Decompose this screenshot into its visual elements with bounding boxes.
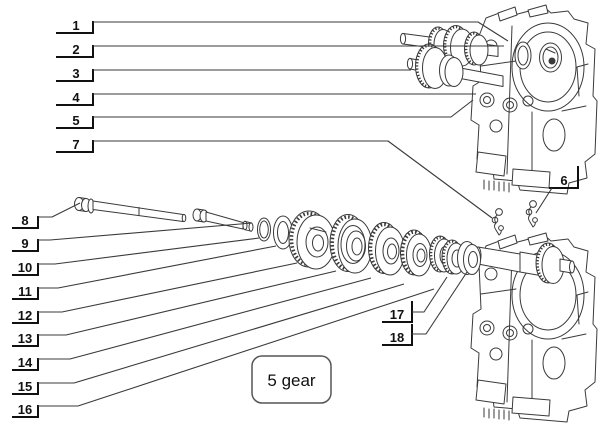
synchro-hub-part-12 [288, 210, 336, 270]
callout-14-bracket [12, 358, 39, 371]
callout-13-leader [38, 270, 337, 336]
callout-18-bracket [382, 324, 413, 346]
callout-7-bracket [56, 140, 94, 153]
bolt-part-9 [192, 208, 254, 232]
callout-9-bracket [12, 239, 39, 252]
gear-part-13 [329, 214, 373, 274]
callout-15-leader [38, 283, 405, 384]
input-shafts-and-gears [399, 25, 504, 89]
callout-18-number: 18 [390, 330, 404, 345]
callout-12-number: 12 [18, 308, 32, 323]
callout-18: 18 [382, 271, 468, 346]
callout-4-number: 4 [72, 90, 80, 105]
callout-3: 3 [56, 66, 411, 82]
callout-2-number: 2 [72, 42, 79, 57]
callout-1: 1 [56, 18, 509, 42]
seal-ring [514, 41, 532, 70]
callout-9-leader [38, 222, 253, 241]
callout-7-leader [93, 140, 493, 219]
callout-14-leader [38, 277, 372, 360]
callout-8: 8 [12, 202, 81, 229]
callout-8-bracket [12, 216, 39, 229]
callout-13-number: 13 [18, 331, 32, 346]
callout-14: 14 [12, 277, 372, 371]
callout-16-leader [38, 288, 435, 407]
callout-2: 2 [56, 42, 504, 58]
caption-text: 5 gear [267, 371, 316, 390]
lower-shaft-gear-cluster [415, 43, 464, 89]
callout-3-bracket [56, 69, 94, 82]
callout-11-leader [38, 245, 277, 289]
callout-17-number: 17 [390, 307, 404, 322]
callout-13-bracket [12, 334, 39, 347]
bearing-bore [539, 42, 562, 73]
callout-17-leader [412, 276, 448, 313]
output-shaft [474, 242, 575, 284]
callout-1-leader [93, 21, 509, 42]
caption: 5 gear [251, 355, 332, 404]
callout-2-bracket [56, 45, 94, 58]
callout-14-number: 14 [18, 355, 33, 370]
callout-11-number: 11 [18, 284, 32, 299]
callout-16-number: 16 [18, 402, 32, 417]
callout-18-leader [412, 271, 468, 335]
callout-6-bracket [549, 166, 579, 189]
callout-4-bracket [56, 93, 94, 106]
callout-11: 11 [12, 245, 277, 300]
callout-9-number: 9 [21, 236, 28, 251]
washer-part-11 [273, 215, 293, 250]
shift-clip-part-b [525, 200, 538, 228]
callout-15-bracket [12, 382, 39, 395]
callout-17: 17 [382, 276, 448, 323]
callout-10-bracket [12, 263, 39, 276]
callout-15-number: 15 [18, 379, 32, 394]
callout-12-bracket [12, 311, 39, 324]
collar-part-18 [457, 241, 481, 275]
callout-16: 16 [12, 288, 435, 418]
callout-8-number: 8 [21, 213, 28, 228]
bolt-part-8 [74, 197, 187, 223]
callout-6: 6 [535, 166, 579, 214]
callout-12: 12 [12, 262, 298, 324]
callout-10-number: 10 [18, 260, 32, 275]
callout-1-bracket [56, 21, 94, 34]
lower-housing-drawing [470, 232, 598, 423]
upper-housing-casting [470, 4, 598, 195]
callout-16-bracket [12, 405, 39, 418]
callout-8-leader [38, 202, 81, 218]
callout-10-leader [38, 237, 260, 265]
caption-box [251, 355, 332, 404]
callout-13: 13 [12, 270, 337, 347]
oring-part-10 [257, 217, 271, 242]
callout-3-number: 3 [72, 66, 79, 81]
callout-12-leader [38, 262, 298, 313]
callout-11-bracket [12, 287, 39, 300]
callout-5-bracket [56, 116, 94, 129]
output-shaft-gear [535, 242, 565, 284]
callout-1-number: 1 [72, 18, 79, 33]
callout-9: 9 [12, 222, 253, 252]
shift-clip-part-a [491, 208, 504, 236]
callout-10: 10 [12, 237, 260, 276]
callout-15: 15 [12, 283, 405, 395]
callout-5-number: 5 [72, 113, 79, 128]
callout-5: 5 [56, 99, 474, 129]
callout-5-leader [93, 99, 474, 118]
gear-part-14 [368, 222, 405, 276]
callout-6-leader [535, 187, 553, 214]
callout-7-number: 7 [72, 137, 79, 152]
gear-part-15 [400, 229, 432, 277]
callout-7: 7 [56, 137, 493, 219]
upper-housing-drawing [399, 4, 598, 195]
callout-4: 4 [56, 90, 476, 106]
callout-17-bracket [382, 301, 413, 323]
callout-6-number: 6 [560, 173, 567, 188]
